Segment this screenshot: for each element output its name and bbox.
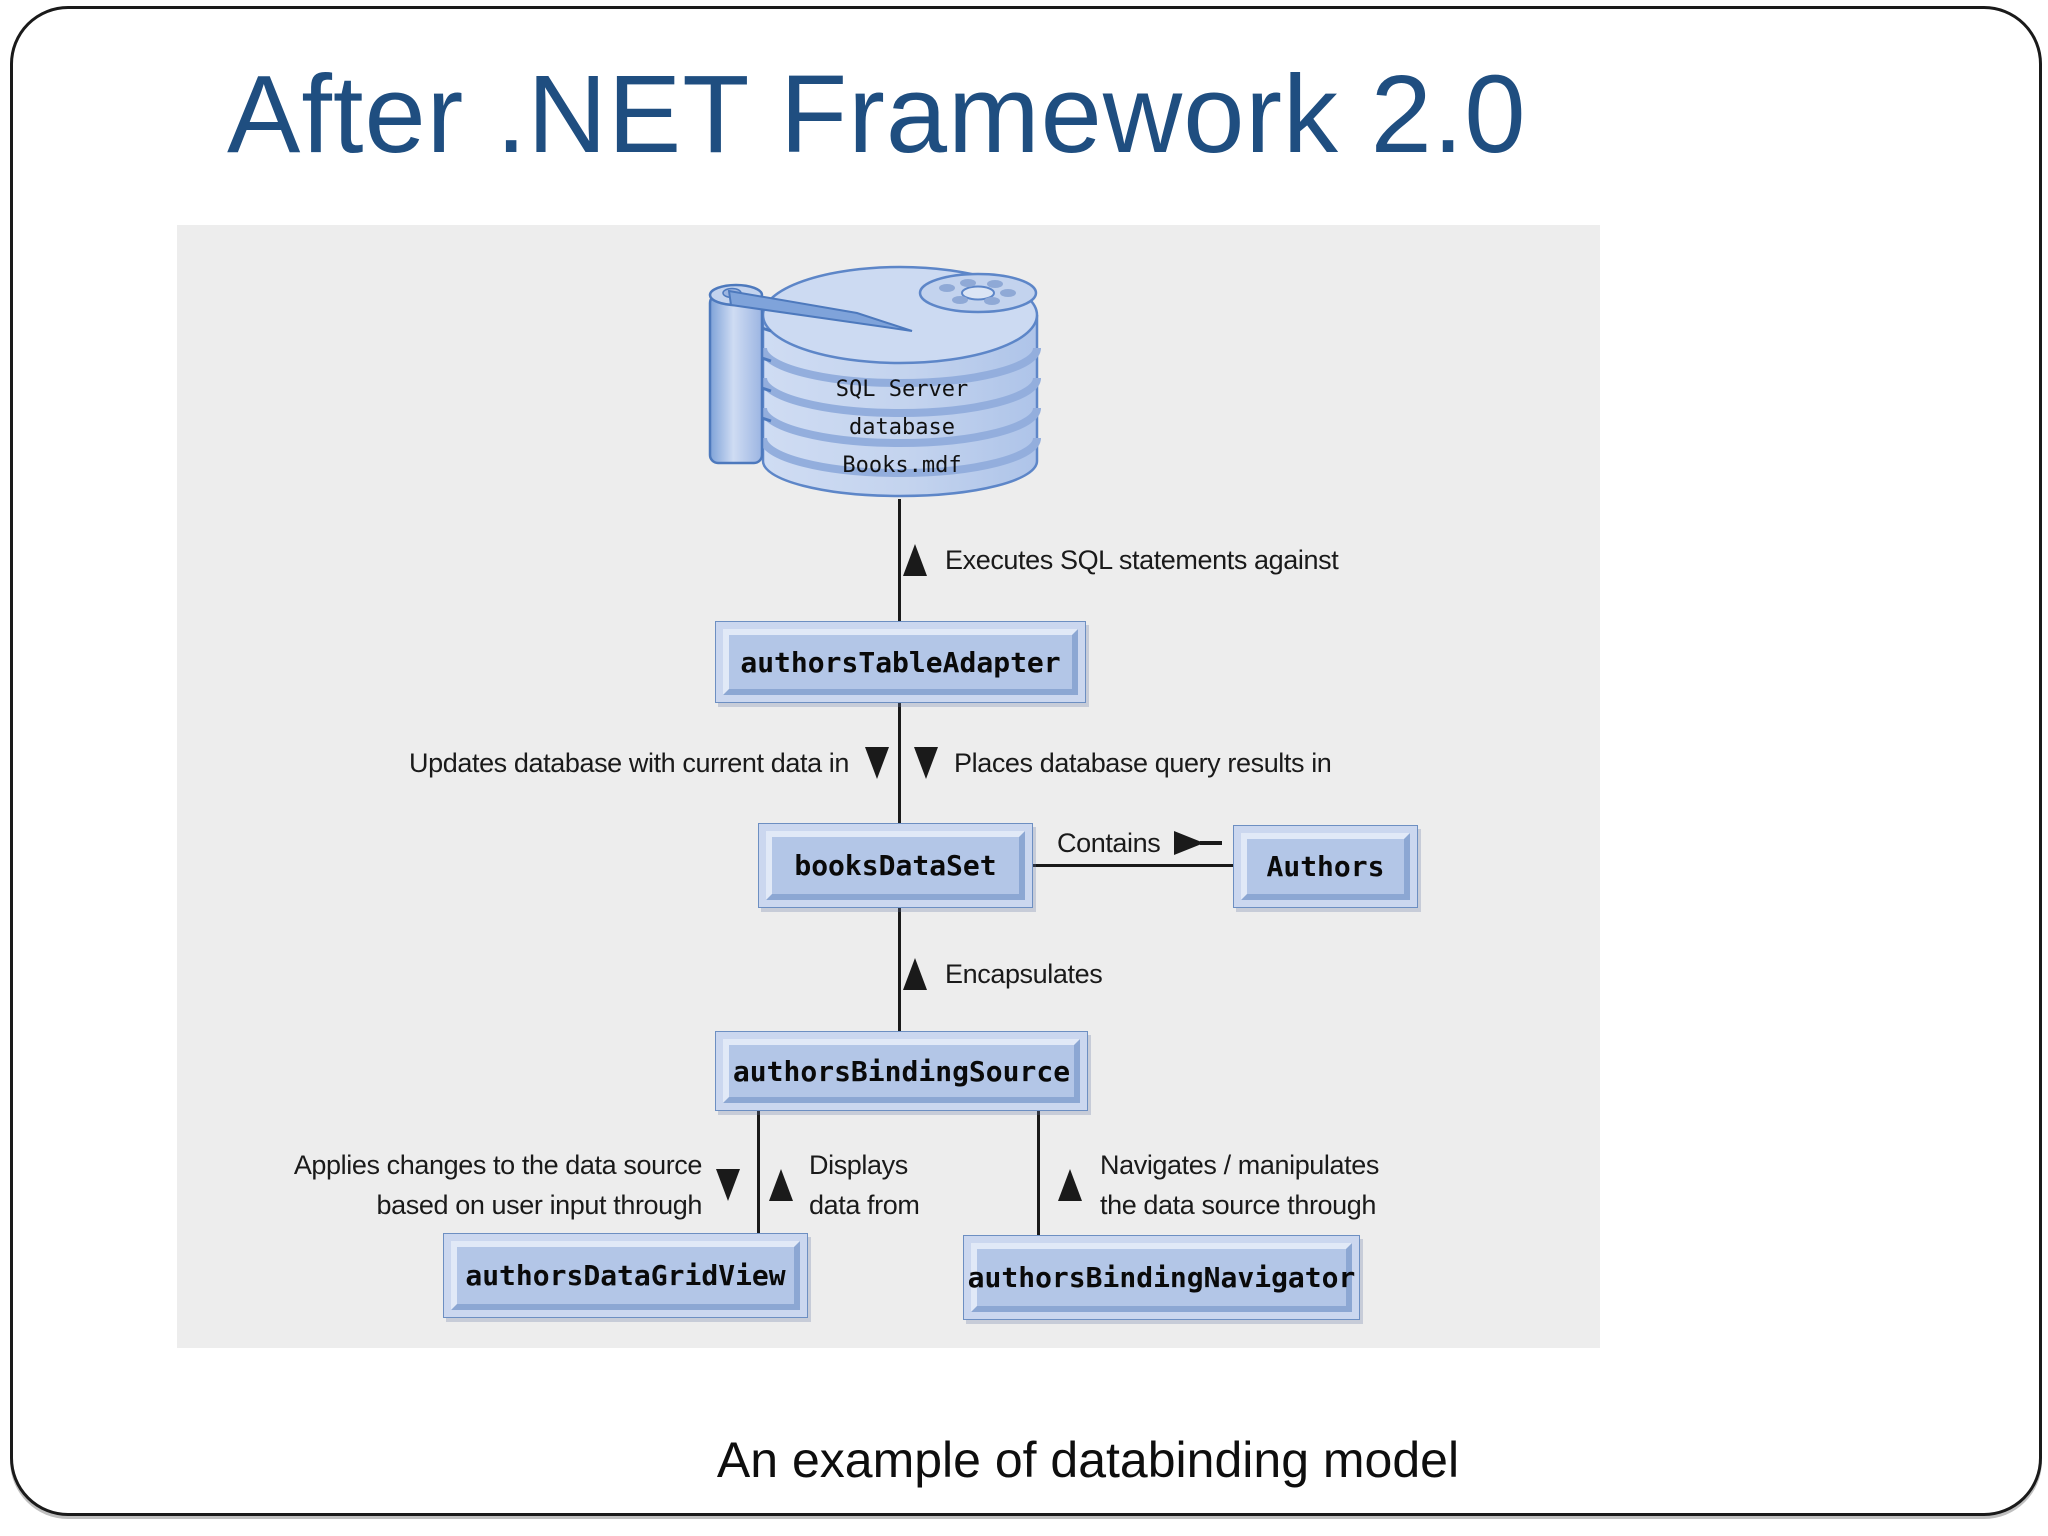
up-arrow-icon	[1058, 1169, 1082, 1201]
connector-dataset-to-authors	[1033, 864, 1233, 867]
node-authors-data-grid-view: authorsDataGridView	[443, 1233, 808, 1318]
label-places: Places database query results in	[914, 737, 1332, 789]
node-authors-binding-navigator: authorsBindingNavigator	[963, 1235, 1360, 1320]
down-arrow-icon	[716, 1169, 740, 1201]
node-authors-binding-source: authorsBindingSource	[715, 1031, 1088, 1111]
connector-dataset-to-source	[898, 908, 901, 1031]
database-label-line1: SQL Server	[835, 377, 969, 402]
label-encapsulates: Encapsulates	[903, 951, 1103, 997]
up-arrow-icon	[903, 958, 927, 990]
node-books-dataset: booksDataSet	[758, 823, 1033, 908]
diagram-panel: SQL Server database Books.mdf Executes S…	[177, 225, 1600, 1348]
node-authors-table-adapter-label: authorsTableAdapter	[740, 645, 1061, 679]
label-encapsulates-text: Encapsulates	[945, 959, 1103, 989]
label-displays-line1: Displays	[809, 1150, 908, 1180]
label-displays: Displays data from	[769, 1141, 920, 1229]
label-displays-line2: data from	[809, 1190, 920, 1220]
label-updates: Updates database with current data in	[409, 737, 889, 789]
label-executes-text: Executes SQL statements against	[945, 545, 1339, 575]
connector-source-to-navigator	[1037, 1111, 1040, 1235]
label-navigates-line2: the data source through	[1100, 1190, 1377, 1220]
node-authors-label: Authors	[1266, 850, 1385, 883]
database-label: SQL Server database Books.mdf	[737, 371, 1067, 485]
label-places-text: Places database query results in	[954, 748, 1332, 778]
slide-caption: An example of databinding model	[716, 1432, 1460, 1488]
node-authors-table-adapter: authorsTableAdapter	[715, 621, 1086, 703]
node-authors-binding-navigator-label: authorsBindingNavigator	[967, 1261, 1356, 1294]
label-contains-text: Contains	[1057, 828, 1161, 858]
label-navigates: Navigates / manipulates the data source …	[1058, 1141, 1379, 1229]
label-executes: Executes SQL statements against	[903, 537, 1339, 583]
hard-disk-icon	[708, 265, 1041, 498]
page-title: After .NET Framework 2.0	[227, 53, 1527, 176]
up-arrow-icon	[903, 544, 927, 576]
label-applies-line1: Applies changes to the data source	[293, 1150, 703, 1180]
slide-frame: After .NET Framework 2.0	[10, 6, 2042, 1516]
connector-db-to-adapter	[898, 499, 901, 621]
database-label-line2: database	[849, 415, 955, 440]
label-contains: Contains	[1057, 825, 1223, 861]
database-label-line3: Books.mdf	[842, 453, 962, 478]
right-arrow-icon	[1174, 831, 1223, 855]
label-applies: Applies changes to the data source based…	[294, 1141, 740, 1229]
label-updates-text: Updates database with current data in	[409, 748, 849, 778]
label-navigates-line1: Navigates / manipulates	[1100, 1150, 1379, 1180]
node-authors-binding-source-label: authorsBindingSource	[732, 1054, 1071, 1088]
node-books-dataset-label: booksDataSet	[794, 849, 997, 882]
up-arrow-icon	[769, 1169, 793, 1201]
node-authors-data-grid-view-label: authorsDataGridView	[465, 1259, 786, 1292]
connector-source-to-gridview	[757, 1111, 760, 1233]
node-authors: Authors	[1233, 825, 1418, 908]
down-arrow-icon	[914, 747, 938, 779]
label-applies-line2: based on user input through	[376, 1190, 703, 1220]
down-arrow-icon	[865, 747, 889, 779]
connector-adapter-to-dataset	[898, 703, 901, 823]
